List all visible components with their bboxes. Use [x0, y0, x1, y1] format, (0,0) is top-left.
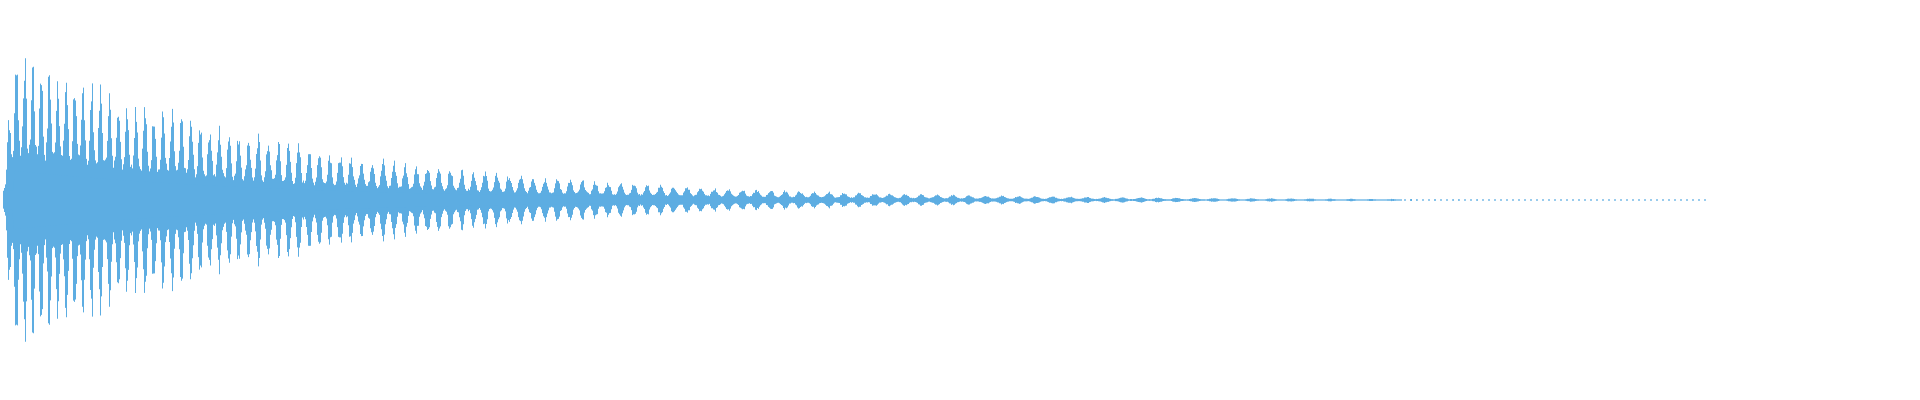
waveform-core: [3, 170, 700, 230]
waveform-bars: [3, 58, 1706, 342]
